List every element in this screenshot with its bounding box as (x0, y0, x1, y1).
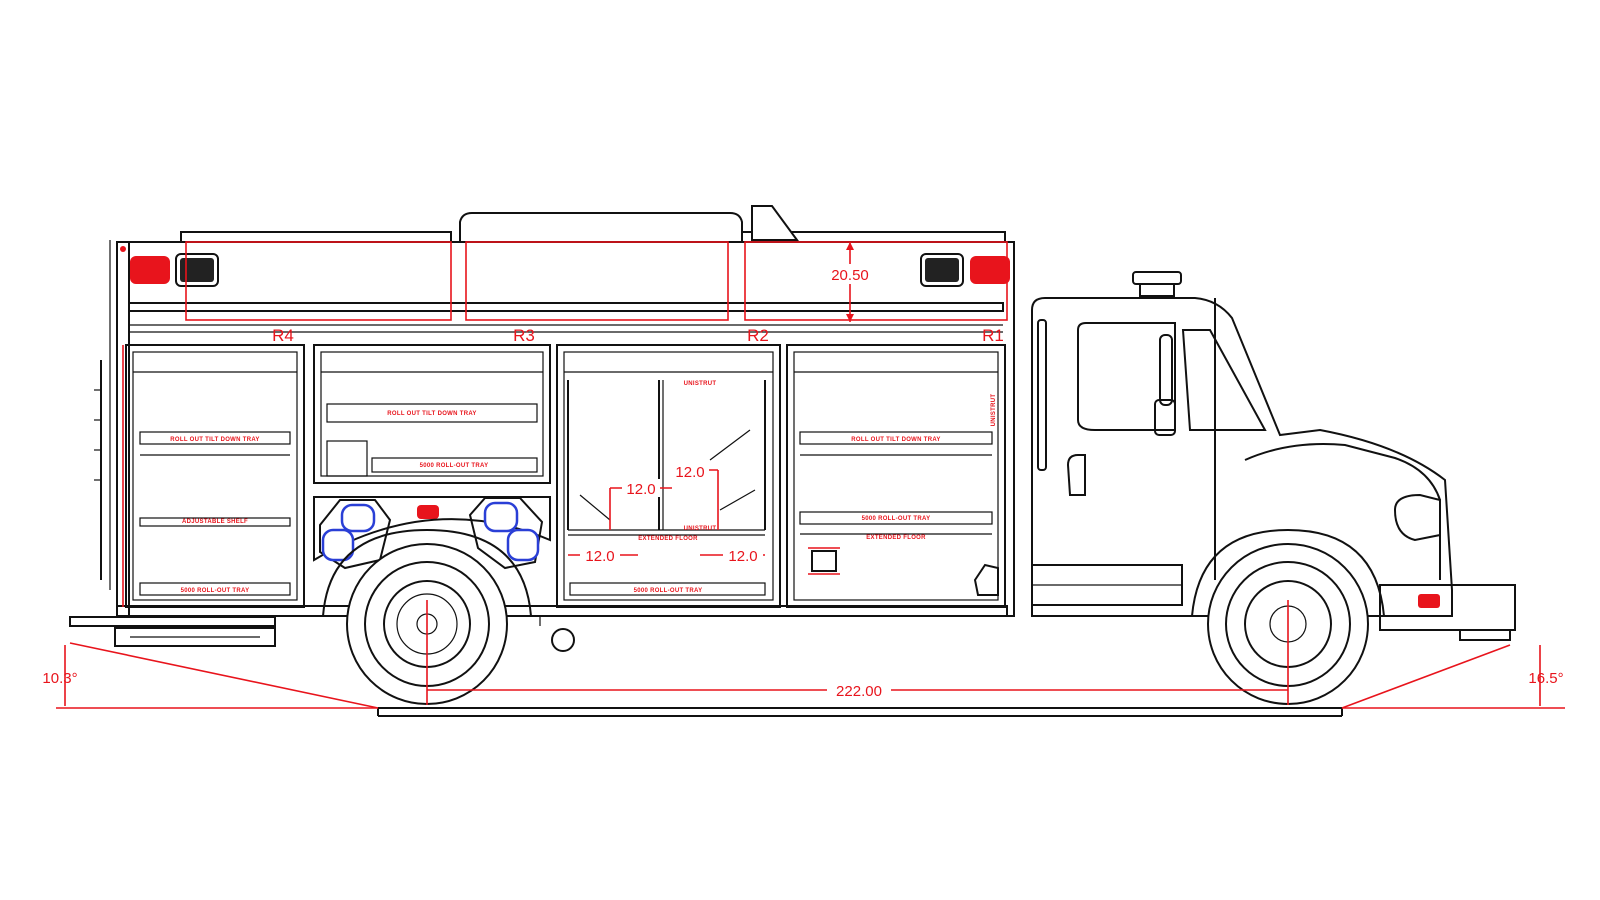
rear-warning-light (130, 256, 170, 284)
r2-tray-bottom-label: 5000 ROLL-OUT TRAY (634, 588, 703, 594)
r2-unistrut-top-label: UNISTRUT (684, 381, 717, 387)
upper-warning-lights (120, 246, 1010, 519)
r4-shelf-label: ADJUSTABLE SHELF (182, 519, 248, 525)
dimension-r2-spacing-a: 12.0 (626, 481, 655, 498)
compartment-r1 (786, 344, 1006, 608)
r4-tray-bottom-label: 5000 ROLL-OUT TRAY (181, 588, 250, 594)
truck-cab (1031, 271, 1516, 641)
compartment-r2-label: R2 (747, 326, 769, 345)
dimension-height-top: 20.50 (831, 267, 869, 284)
dimension-angle-front: 16.5° (1528, 670, 1563, 687)
flood-light (180, 258, 214, 282)
dimension-r2-spacing-b: 12.0 (675, 464, 704, 481)
dimension-angle-rear: 10.3° (42, 670, 77, 687)
rescue-body (69, 205, 1015, 652)
roof-compartment-outlines (185, 241, 1008, 321)
r4-tray-top-label: ROLL OUT TILT DOWN TRAY (170, 437, 259, 443)
r1-tray-top-label: ROLL OUT TILT DOWN TRAY (851, 437, 940, 443)
wheelwell-warning-light (417, 505, 439, 519)
scba-bottles (319, 497, 544, 570)
r3-tray-bottom-label: 5000 ROLL-OUT TRAY (420, 463, 489, 469)
r2-unistrut-mid-label: UNISTRUT (684, 526, 717, 532)
r3-tray-top-label: ROLL OUT TILT DOWN TRAY (387, 411, 476, 417)
compartment-r1-label: R1 (982, 326, 1004, 345)
dimension-r2-floor-left: 12.0 (585, 548, 614, 565)
ground-line (377, 707, 1343, 717)
unistrut-side-label: UNISTRUT (991, 394, 997, 427)
r1-tray-mid-label: 5000 ROLL-OUT TRAY (862, 516, 931, 522)
r1-floor-label: EXTENDED FLOOR (866, 535, 926, 541)
flood-light (925, 258, 959, 282)
r2-floor-label: EXTENDED FLOOR (638, 536, 698, 542)
compartment-r2 (556, 344, 781, 608)
compartment-r3 (313, 344, 551, 562)
compartment-r3-label: R3 (513, 326, 535, 345)
compartment-r4-label: R4 (272, 326, 294, 345)
front-warning-light (970, 256, 1010, 284)
compartment-r4 (122, 344, 305, 608)
dimension-wheelbase: 222.00 (836, 683, 882, 700)
dimension-r2-floor-right: 12.0 (728, 548, 757, 565)
